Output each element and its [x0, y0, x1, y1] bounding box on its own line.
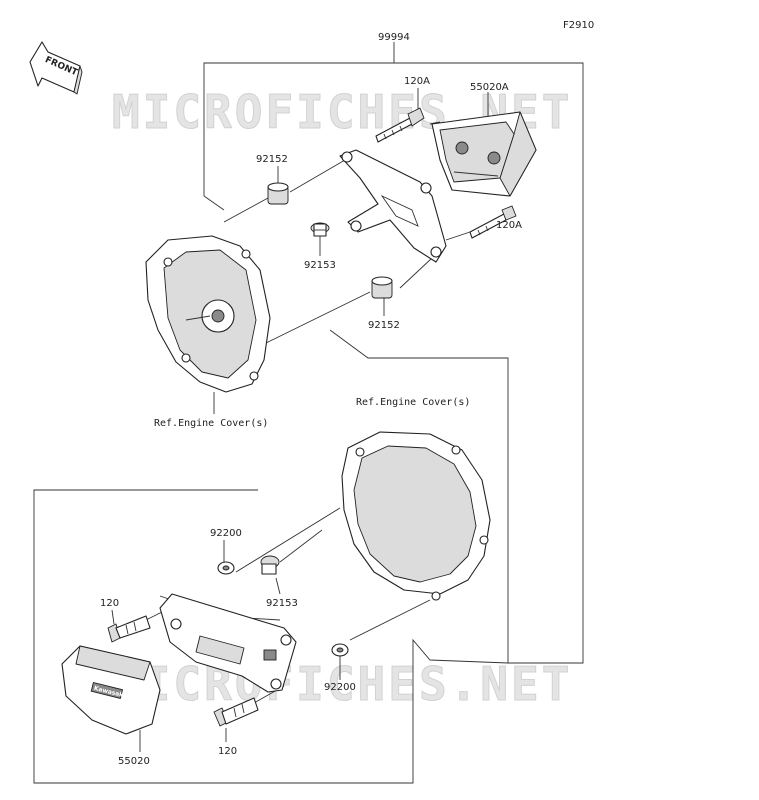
part-label-92153-lower: 92153 — [266, 598, 298, 609]
bolt-120-left — [107, 615, 151, 643]
slider-55020: Kawasaki — [61, 645, 161, 735]
slider-55020a — [431, 111, 537, 197]
ref-engine-cover-left: Ref.Engine Cover(s) — [154, 418, 268, 429]
collar-92152-lower — [371, 276, 393, 299]
collar-92152-upper — [267, 182, 289, 205]
mounting-bracket-lower — [159, 593, 297, 693]
part-label-55020: 55020 — [118, 756, 150, 767]
bolt-120a-upper — [375, 107, 425, 143]
front-arrow-icon: FRONT — [29, 41, 83, 95]
washer-92200-upper — [217, 561, 235, 575]
kit-bracket-frame — [203, 42, 584, 664]
part-label-92200-lower: 92200 — [324, 682, 356, 693]
watermark-top: MICROFICHES.NET — [112, 85, 572, 139]
engine-cover-right — [341, 431, 491, 601]
part-label-92152-upper: 92152 — [256, 154, 288, 165]
part-label-120a-upper: 120A — [404, 76, 430, 87]
part-label-120a-lower: 120A — [496, 220, 522, 231]
screw-92153-lower — [260, 555, 280, 575]
part-label-55020a: 55020A — [470, 82, 509, 93]
lower-box-frame — [33, 489, 509, 784]
ref-engine-cover-right: Ref.Engine Cover(s) — [356, 397, 470, 408]
part-label-120-left: 120 — [100, 598, 119, 609]
washer-92200-lower — [331, 643, 349, 657]
figure-code: F2910 — [563, 20, 594, 31]
bolt-120-bottom — [213, 697, 259, 727]
part-label-120-bottom: 120 — [218, 746, 237, 757]
engine-cover-left — [145, 235, 271, 393]
bolt-120a-lower — [469, 205, 517, 239]
part-label-92152-lower: 92152 — [368, 320, 400, 331]
watermark-bottom: MICROFICHES.NET — [112, 657, 572, 711]
screw-92153-upper — [310, 222, 330, 237]
part-label-99994: 99994 — [378, 32, 410, 43]
part-label-92200-upper: 92200 — [210, 528, 242, 539]
mounting-bracket-upper — [339, 149, 447, 263]
part-label-92153-upper: 92153 — [304, 260, 336, 271]
